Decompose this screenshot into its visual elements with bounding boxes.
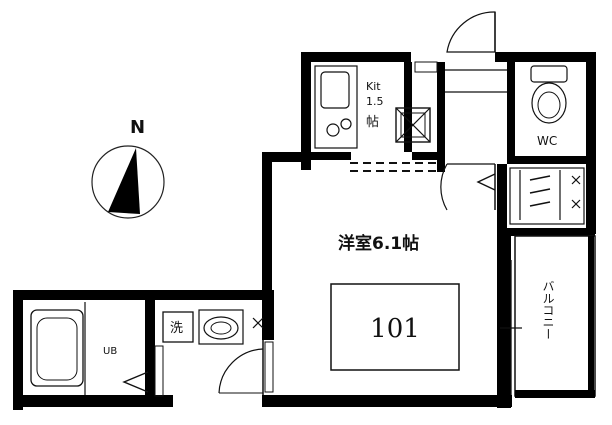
door-swing-icon <box>218 348 264 394</box>
wall <box>507 62 515 162</box>
north-label: N <box>130 117 145 138</box>
wall <box>437 62 445 172</box>
room-number: 101 <box>370 314 420 344</box>
wall <box>495 52 595 62</box>
shoe-closet <box>497 164 595 236</box>
wash-basin <box>198 309 264 345</box>
washer-label: 洗 <box>170 321 183 336</box>
wall <box>586 52 596 234</box>
wall <box>412 152 444 160</box>
bath-door-arrow-icon <box>122 371 149 393</box>
washer-space <box>162 311 194 343</box>
door-swing-icon <box>440 163 448 211</box>
wc-label: WC <box>537 134 557 148</box>
wc-fixtures <box>530 65 568 124</box>
room-number-box <box>330 283 460 371</box>
stove-burner-icon <box>340 118 352 130</box>
compass: N <box>91 117 165 219</box>
balcony-window[interactable] <box>500 260 522 395</box>
entry-arrow-icon <box>476 173 496 191</box>
kitchen-counter <box>314 65 358 149</box>
western-room-walls <box>262 152 512 408</box>
bathtub-icon <box>30 309 84 387</box>
compass-circle <box>91 145 165 219</box>
closet-outline <box>509 167 585 225</box>
upper-block <box>301 52 596 234</box>
basin-icon <box>203 316 239 340</box>
sink-icon <box>320 71 350 109</box>
corridor-door[interactable] <box>440 163 496 211</box>
wall <box>301 52 411 62</box>
wall <box>404 62 412 152</box>
kitchen-size: 1.5 <box>366 95 384 108</box>
wash-room-door[interactable] <box>154 340 274 397</box>
balcony-label: バルコニー <box>541 280 555 340</box>
bath-label: UB <box>103 346 117 357</box>
entrance-door[interactable] <box>414 11 507 93</box>
toilet-bowl-icon <box>531 82 567 124</box>
door-swing-icon <box>446 11 496 53</box>
wall <box>507 156 595 164</box>
stove-burner-icon <box>326 123 340 137</box>
unit-bath <box>30 302 149 395</box>
kitchen-label: Kit <box>366 80 381 93</box>
kitchen-unit: 帖 <box>366 115 379 130</box>
balcony <box>514 235 596 398</box>
bath-walls <box>13 290 274 410</box>
wall <box>301 52 311 170</box>
compass-needle-icon <box>108 148 140 214</box>
kitchen-fixtures <box>314 65 431 149</box>
wall <box>301 152 351 160</box>
western-room-label: 洋室6.1帖 <box>338 233 419 254</box>
toilet-tank-icon <box>530 65 568 83</box>
fridge-space-icon <box>395 107 431 143</box>
